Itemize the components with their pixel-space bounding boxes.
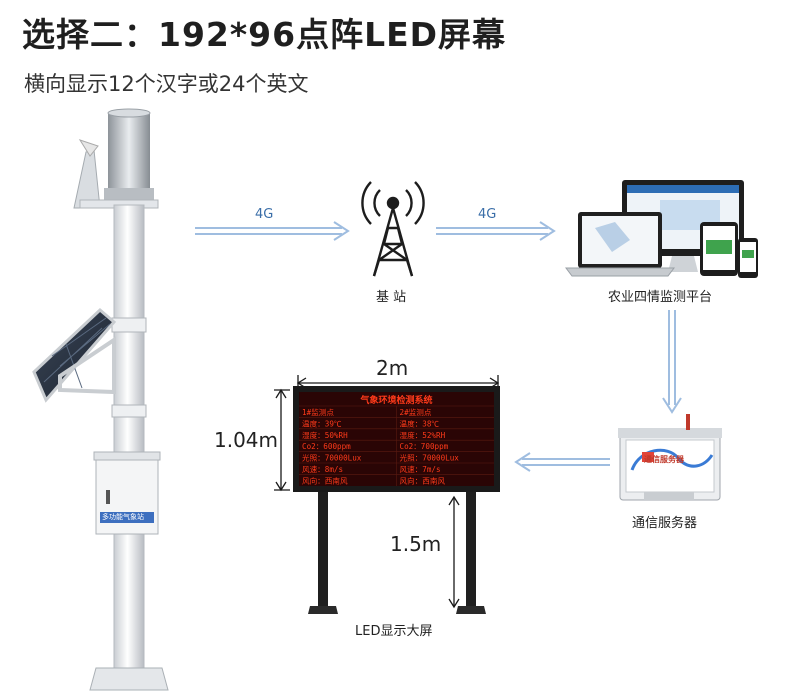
arrow-tower-to-platform: [436, 227, 548, 235]
led-cell: 风速：7m/s: [400, 465, 441, 474]
cell-tower-icon: [361, 181, 425, 277]
dimension-pole: 1.5m: [390, 532, 442, 556]
solar-panel: [32, 307, 117, 403]
arrow-platform-to-server: [668, 310, 676, 405]
led-display-label: LED显示大屏: [355, 624, 433, 639]
led-cell: 温度：39℃: [302, 418, 342, 428]
page-title: 选择二：192*96点阵LED屏幕: [22, 15, 507, 54]
link-label-4g-left: 4G: [255, 207, 274, 222]
wind-sensor: [73, 149, 101, 209]
server-device-brand: 通信服务器: [644, 455, 684, 464]
led-cell: 风向：西南风: [302, 475, 348, 485]
led-cell: 光照：70000Lux: [400, 453, 460, 463]
base-station-label: 基 站: [376, 290, 407, 305]
flow-arrows: [195, 221, 682, 472]
led-cell: 温度：38℃: [400, 418, 440, 428]
link-label-4g-right: 4G: [478, 207, 497, 222]
led-cell: Co2：600ppm: [302, 442, 351, 451]
weather-station: [32, 108, 169, 691]
led-cell: 2#监测点: [400, 407, 432, 417]
rain-gauge: [108, 112, 150, 190]
led-cell: Co2：700ppm: [400, 442, 449, 451]
monitoring-devices: [565, 180, 758, 278]
led-cell: 湿度：50%RH: [302, 430, 348, 440]
led-title: 气象环境检测系统: [359, 394, 432, 406]
led-cell: 风向：西南风: [400, 475, 446, 485]
page-subtitle: 横向显示12个汉字或24个英文: [24, 72, 309, 96]
dimension-width: 2m: [376, 356, 409, 380]
led-cell: 1#监测点: [302, 407, 334, 417]
station-pole: [113, 204, 145, 671]
led-cell: 风速：8m/s: [302, 465, 343, 474]
communication-server-device: [618, 414, 722, 501]
server-label: 通信服务器: [632, 516, 698, 531]
cabinet-label: 多功能气象站: [102, 513, 144, 521]
dimension-height: 1.04m: [214, 428, 279, 452]
led-cell: 湿度：52%RH: [400, 430, 446, 440]
arrow-station-to-tower: [195, 227, 342, 235]
led-cell: 光照：70000Lux: [302, 453, 362, 463]
arrow-server-to-led: [522, 458, 610, 466]
dimension-lines: [274, 375, 500, 609]
platform-label: 农业四情监测平台: [608, 290, 713, 305]
